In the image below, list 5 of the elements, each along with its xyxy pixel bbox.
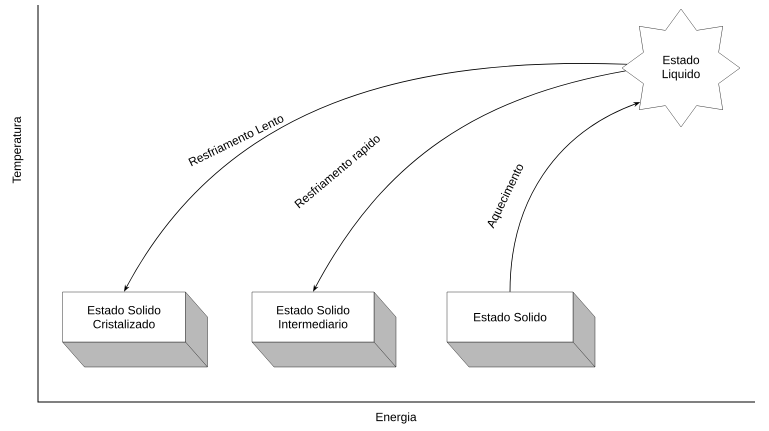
- axis-label: Temperatura: [12, 116, 24, 184]
- 3d-box: Estado Solido: [446, 292, 596, 368]
- 3d-box: Estado Solido Cristalizado: [62, 292, 208, 368]
- 3d-box: Estado Solido Intermediario: [252, 292, 396, 368]
- axis-label: Energia: [376, 412, 417, 424]
